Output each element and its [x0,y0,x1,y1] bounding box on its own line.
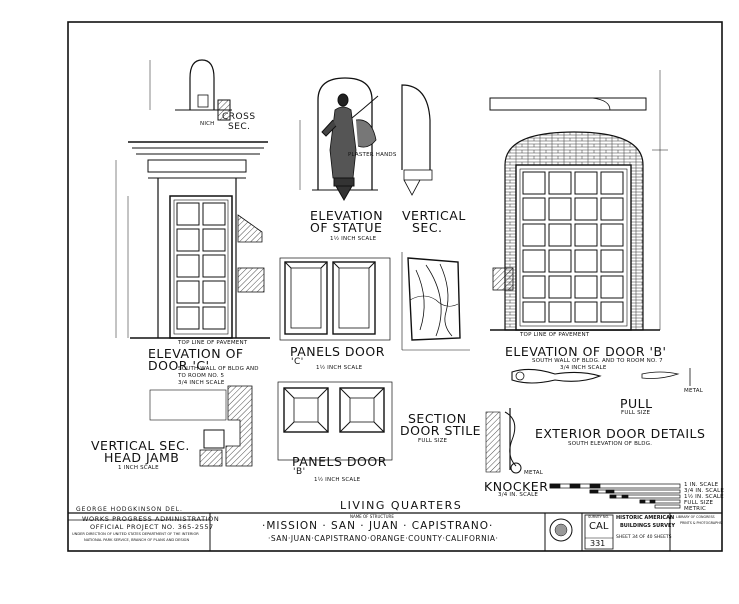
sheet-border [67,21,723,552]
door-c-title-1: ELEVATION OF [148,346,244,361]
location: ·SAN·JUAN·CAPISTRANO·ORANGE·COUNTY·CALIF… [268,534,499,543]
knocker-title: KNOCKER [484,479,549,494]
door-c-elevation [115,59,270,339]
vertical-sec-title-1: VERTICAL [402,208,466,223]
door-b-note: SOUTH WALL OF BLDG. AND TO ROOM NO. 7 [532,358,663,364]
pull-scale: FULL SIZE [621,410,651,416]
statue-title-2: OF STATUE [310,220,383,235]
statue-title-1: ELEVATION [310,208,384,223]
panels-b-title-1: PANELS DOOR [292,454,387,469]
panels-door-b [277,381,393,461]
direction-line-1: UNDER DIRECTION OF UNITED STATES DEPARTM… [72,532,199,536]
knocker-metal-label: METAL [524,470,543,476]
survey-box [584,514,614,550]
stile-scale: FULL SIZE [418,438,448,444]
structure-name-label: NAME OF STRUCTURE [350,514,394,519]
delineator: GEORGE HODGKINSON DEL. [76,506,183,513]
sheet-number: SHEET 34 OF 40 SHEETS [616,535,672,540]
statue-scale: 1½ INCH SCALE [330,236,377,242]
habs-line-1: HISTORIC AMERICAN [616,515,675,521]
panels-c-scale: 1½ INCH SCALE [316,365,363,371]
exterior-subtitle: SOUTH ELEVATION OF BLDG. [568,441,653,447]
knocker-scale: 3/4 IN. SCALE [498,492,539,498]
exterior-title: EXTERIOR DOOR DETAILS [535,426,706,441]
plaster-mark: PLASTER HANDS [348,152,397,158]
scale-bars [549,483,681,509]
door-b-elevation [489,70,668,331]
stile-title-1: SECTION [408,411,467,426]
pull-detail [511,368,691,386]
scale-label-1: 1 IN. SCALE [684,482,719,488]
cross-sec-label-2: SEC. [228,122,251,132]
survey-number: 331 [590,539,606,548]
knocker-detail [485,408,522,474]
door-c-title-2: DOOR 'C' [148,358,210,373]
panels-door-c [279,257,391,341]
head-jamb-title-1: VERTICAL SEC. [91,438,190,453]
head-jamb-scale: 1 INCH SCALE [118,465,159,471]
survey-label: SURVEY NO. [588,515,610,519]
door-c-pavement-label: TOP LINE OF PAVEMENT [178,340,248,346]
door-c-scale: 3/4 INCH SCALE [178,380,225,386]
door-b-title: ELEVATION OF DOOR 'B' [505,344,667,359]
panels-b-scale: 1½ INCH SCALE [314,477,361,483]
panels-c-title-1: PANELS DOOR [290,344,385,359]
panels-b-title-2: 'B' [293,467,306,477]
structure-name: ·MISSION · SAN · JUAN · CAPISTRANO· [262,520,494,532]
scale-label-2: 3/4 IN. SCALE [684,488,725,494]
pull-title: PULL [620,396,653,411]
sheet-title: LIVING QUARTERS [340,499,463,512]
door-b-scale: 3/4 INCH SCALE [560,365,607,371]
door-b-pavement-label: TOP LINE OF PAVEMENT [520,332,590,338]
nich-label: NICH [200,121,215,127]
library-line-2: PRINTS & PHOTOGRAPHS [680,521,722,525]
pull-metal-label: METAL [684,388,703,394]
vertical-sec-title-2: SEC. [412,220,443,235]
head-jamb-title-2: HEAD JAMB [104,450,180,465]
scale-label-3: 1½ IN. SCALE [684,494,724,500]
wpa-line-1: WORKS PROGRESS ADMINISTRATION [82,515,220,523]
survey-state: CAL [589,521,609,532]
wpa-line-2: OFFICIAL PROJECT NO. 365-2557 [90,523,214,531]
habs-seal [549,518,573,542]
stile-title-2: DOOR STILE [400,423,482,438]
door-c-note-2: TO ROOM NO. 5 [178,373,225,379]
cross-sec-label-1: CROSS [222,112,256,122]
panels-c-title-2: 'C' [291,357,304,367]
scale-label-4: FULL SIZE [684,500,714,506]
direction-line-2: NATIONAL PARK SERVICE, BRANCH OF PLANS A… [84,538,190,542]
statue-elevation [299,77,433,202]
library-line-1: LIBRARY OF CONGRESS [676,515,715,519]
habs-line-2: BUILDINGS SURVEY [620,523,675,529]
door-stile-section [401,252,470,351]
head-jamb-section [149,385,253,467]
scale-label-5: METRIC [684,506,707,512]
door-c-note-1: SOUTH WALL OF BLDG AND [178,366,259,372]
